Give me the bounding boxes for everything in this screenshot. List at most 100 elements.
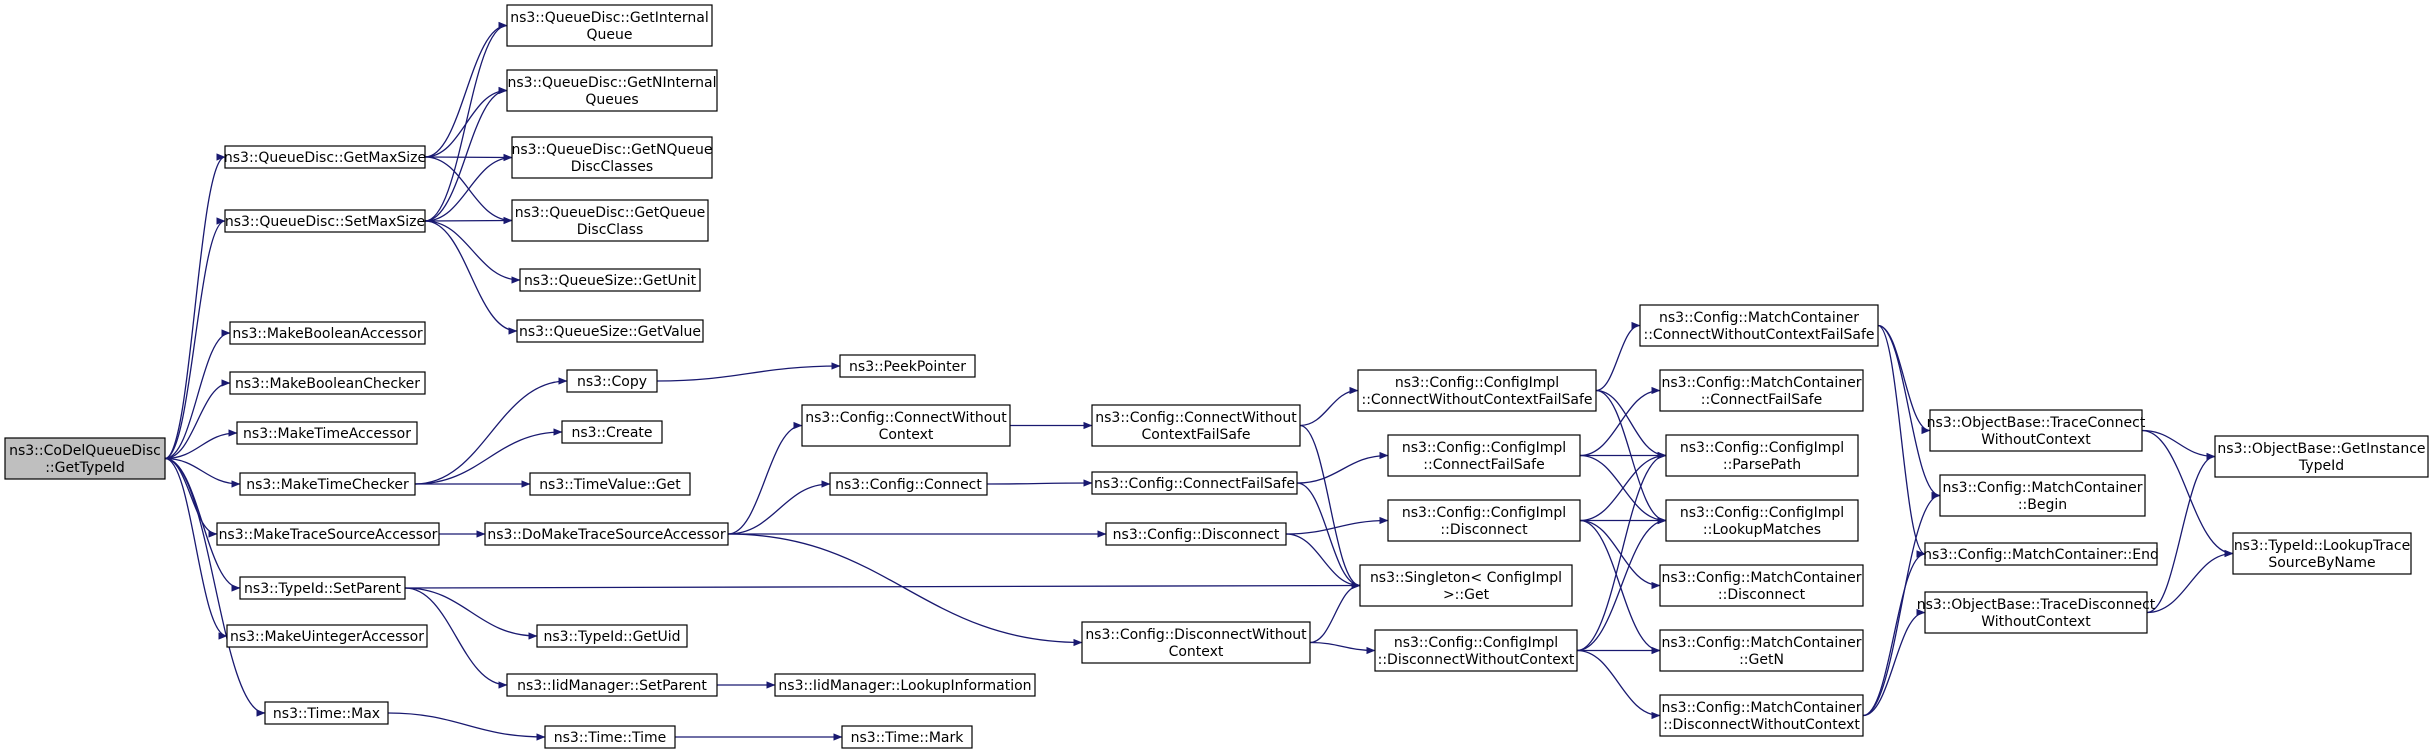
- node-label: ns3::Create: [571, 425, 652, 441]
- node-impl-connect-fs[interactable]: ns3::Config::ConfigImpl::ConnectFailSafe: [1387, 434, 1581, 477]
- node-box: [216, 522, 440, 546]
- edge-cfg_connect_fs-to-impl_connect_fs: [1296, 451, 1389, 484]
- node-box: [4, 437, 166, 480]
- node-label: ns3::QueueDisc::GetNInternal: [508, 75, 717, 91]
- node-iid-setparent[interactable]: ns3::IidManager::SetParent: [506, 673, 718, 697]
- edge-root-to-qd_getmaxsize: [164, 153, 226, 460]
- node-ob-trace-connect-wo[interactable]: ns3::ObjectBase::TraceConnectWithoutCont…: [1927, 409, 2146, 452]
- node-box: [2232, 532, 2412, 575]
- node-box: [801, 404, 1011, 447]
- node-cfg-connect[interactable]: ns3::Config::Connect: [829, 472, 988, 496]
- node-label: ::ConnectWithoutContextFailSafe: [1643, 327, 1874, 343]
- node-qs-getvalue[interactable]: ns3::QueueSize::GetValue: [516, 319, 704, 343]
- edge-ob_trace_disconnect_wo-to-typeid_lookup_trace: [2146, 549, 2234, 614]
- edge-root-to-make_uint_acc: [164, 457, 228, 640]
- edge-do_make_trace-to-cfg_disconnect_wo: [727, 533, 1083, 647]
- node-impl-lookup[interactable]: ns3::Config::ConfigImpl::LookupMatches: [1665, 499, 1859, 542]
- edge-cfg_connect_wo_fs-to-impl_connect_wo_fs: [1299, 386, 1359, 427]
- node-box: [1659, 564, 1864, 607]
- node-qs-getunit[interactable]: ns3::QueueSize::GetUnit: [519, 268, 701, 292]
- node-box: [1105, 522, 1287, 546]
- node-box: [1929, 409, 2143, 452]
- nodes-layer: ns3::CoDelQueueDisc::GetTypeId ns3::Queue…: [4, 4, 2429, 749]
- node-cfg-disconnect[interactable]: ns3::Config::Disconnect: [1105, 522, 1287, 546]
- node-make-time-chk[interactable]: ns3::MakeTimeChecker: [239, 472, 416, 496]
- node-impl-parsepath[interactable]: ns3::Config::ConfigImpl::ParsePath: [1665, 434, 1859, 477]
- edge-cfg_disconnect_wo-to-singleton_get: [1309, 581, 1361, 644]
- node-label: ::GetN: [1739, 652, 1784, 668]
- node-mc-connect-wo-fs[interactable]: ns3::Config::MatchContainer::ConnectWith…: [1639, 304, 1879, 347]
- node-label: ns3::Time::Max: [273, 706, 380, 722]
- edge-impl_connect_wo_fs-to-mc_connect_wo_fs: [1595, 321, 1641, 392]
- node-create[interactable]: ns3::Create: [561, 420, 663, 444]
- node-cfg-connect-fs[interactable]: ns3::Config::ConnectFailSafe: [1091, 471, 1298, 495]
- edge-impl_disconnect-to-mc_disconnect: [1579, 519, 1661, 590]
- node-label: ns3::MakeTraceSourceAccessor: [219, 527, 438, 543]
- node-time-max[interactable]: ns3::Time::Max: [264, 701, 389, 725]
- node-label: WithoutContext: [1981, 432, 2091, 448]
- node-ob-trace-disconnect-wo[interactable]: ns3::ObjectBase::TraceDisconnectWithoutC…: [1917, 591, 2156, 634]
- edge-impl_disconnect_wo-to-impl_parsepath: [1576, 451, 1667, 652]
- node-do-make-trace[interactable]: ns3::DoMakeTraceSourceAccessor: [484, 522, 729, 546]
- node-box: [506, 673, 718, 697]
- node-time-time[interactable]: ns3::Time::Time: [544, 725, 676, 749]
- node-box: [1924, 542, 2158, 566]
- edge-qd_setmaxsize-to-qd_getnqueue: [424, 153, 513, 222]
- node-typeid-setparent[interactable]: ns3::TypeId::SetParent: [239, 576, 406, 600]
- node-qd-getmaxsize[interactable]: ns3::QueueDisc::GetMaxSize: [224, 145, 426, 169]
- node-timevalue-get[interactable]: ns3::TimeValue::Get: [529, 472, 691, 496]
- node-qd-setmaxsize[interactable]: ns3::QueueDisc::SetMaxSize: [224, 209, 426, 233]
- node-label: ns3::Config::MatchContainer: [1662, 570, 1862, 586]
- node-cfg-connect-wo[interactable]: ns3::Config::ConnectWithoutContext: [801, 404, 1011, 447]
- node-peekpointer[interactable]: ns3::PeekPointer: [839, 354, 976, 378]
- node-make-trace-acc[interactable]: ns3::MakeTraceSourceAccessor: [216, 522, 440, 546]
- edge-time_max-to-time_time: [387, 712, 546, 741]
- node-cfg-connect-wo-fs[interactable]: ns3::Config::ConnectWithoutContextFailSa…: [1091, 404, 1301, 447]
- node-mc-end[interactable]: ns3::Config::MatchContainer::End: [1923, 542, 2159, 566]
- edge-ob_trace_disconnect_wo-to-ob_getinstance: [2146, 452, 2216, 614]
- node-mc-getn[interactable]: ns3::Config::MatchContainer::GetN: [1659, 629, 1864, 672]
- node-mc-disconnect[interactable]: ns3::Config::MatchContainer::Disconnect: [1659, 564, 1864, 607]
- node-impl-disconnect-wo[interactable]: ns3::Config::ConfigImpl::DisconnectWitho…: [1374, 629, 1578, 672]
- node-iid-lookup[interactable]: ns3::IidManager::LookupInformation: [774, 673, 1036, 697]
- edge-cfg_connect_wo_fs-to-singleton_get: [1299, 424, 1361, 590]
- node-label: ns3::Config::MatchContainer: [1943, 480, 2143, 496]
- node-singleton-get[interactable]: ns3::Singleton< ConfigImpl>::Get: [1359, 564, 1573, 607]
- node-copy[interactable]: ns3::Copy: [566, 369, 658, 393]
- node-label: ::ConnectFailSafe: [1701, 392, 1822, 408]
- node-box: [239, 576, 406, 600]
- edge-impl_disconnect_wo-to-impl_lookup: [1576, 516, 1667, 652]
- node-typeid-getuid[interactable]: ns3::TypeId::GetUid: [536, 624, 688, 648]
- node-make-bool-acc[interactable]: ns3::MakeBooleanAccessor: [229, 321, 426, 345]
- node-label: ns3::ObjectBase::TraceDisconnect: [1917, 597, 2156, 613]
- node-label: ns3::Config::ConfigImpl: [1394, 635, 1558, 651]
- node-mc-connect-fs[interactable]: ns3::Config::MatchContainer::ConnectFail…: [1659, 369, 1864, 412]
- node-impl-connect-wo-fs[interactable]: ns3::Config::ConfigImpl::ConnectWithoutC…: [1357, 369, 1597, 412]
- node-box: [1659, 369, 1864, 412]
- node-mc-disconnect-wo[interactable]: ns3::Config::MatchContainer::DisconnectW…: [1659, 694, 1864, 737]
- node-impl-disconnect[interactable]: ns3::Config::ConfigImpl::Disconnect: [1387, 499, 1581, 542]
- node-make-time-acc[interactable]: ns3::MakeTimeAccessor: [236, 421, 418, 445]
- node-box: [264, 701, 389, 725]
- node-label: ns3::ObjectBase::GetInstance: [2217, 441, 2425, 457]
- node-label: ::Begin: [2018, 497, 2067, 513]
- node-root[interactable]: ns3::CoDelQueueDisc::GetTypeId: [4, 437, 166, 480]
- node-time-mark[interactable]: ns3::Time::Mark: [841, 725, 973, 749]
- node-label: ns3::QueueSize::GetValue: [519, 324, 701, 340]
- node-label: ns3::IidManager::SetParent: [517, 678, 707, 694]
- edge-copy-to-peekpointer: [656, 362, 841, 382]
- edge-qd_setmaxsize-to-qs_getvalue: [424, 220, 518, 335]
- edge-root-to-time_max: [164, 457, 266, 717]
- node-label: ns3::Config::DisconnectWithout: [1085, 627, 1307, 643]
- node-label: Context: [879, 427, 934, 443]
- node-mc-begin[interactable]: ns3::Config::MatchContainer::Begin: [1939, 474, 2146, 517]
- node-make-bool-chk[interactable]: ns3::MakeBooleanChecker: [229, 371, 426, 395]
- node-make-uint-acc[interactable]: ns3::MakeUintegerAccessor: [226, 624, 428, 648]
- node-cfg-disconnect-wo[interactable]: ns3::Config::DisconnectWithoutContext: [1081, 621, 1311, 664]
